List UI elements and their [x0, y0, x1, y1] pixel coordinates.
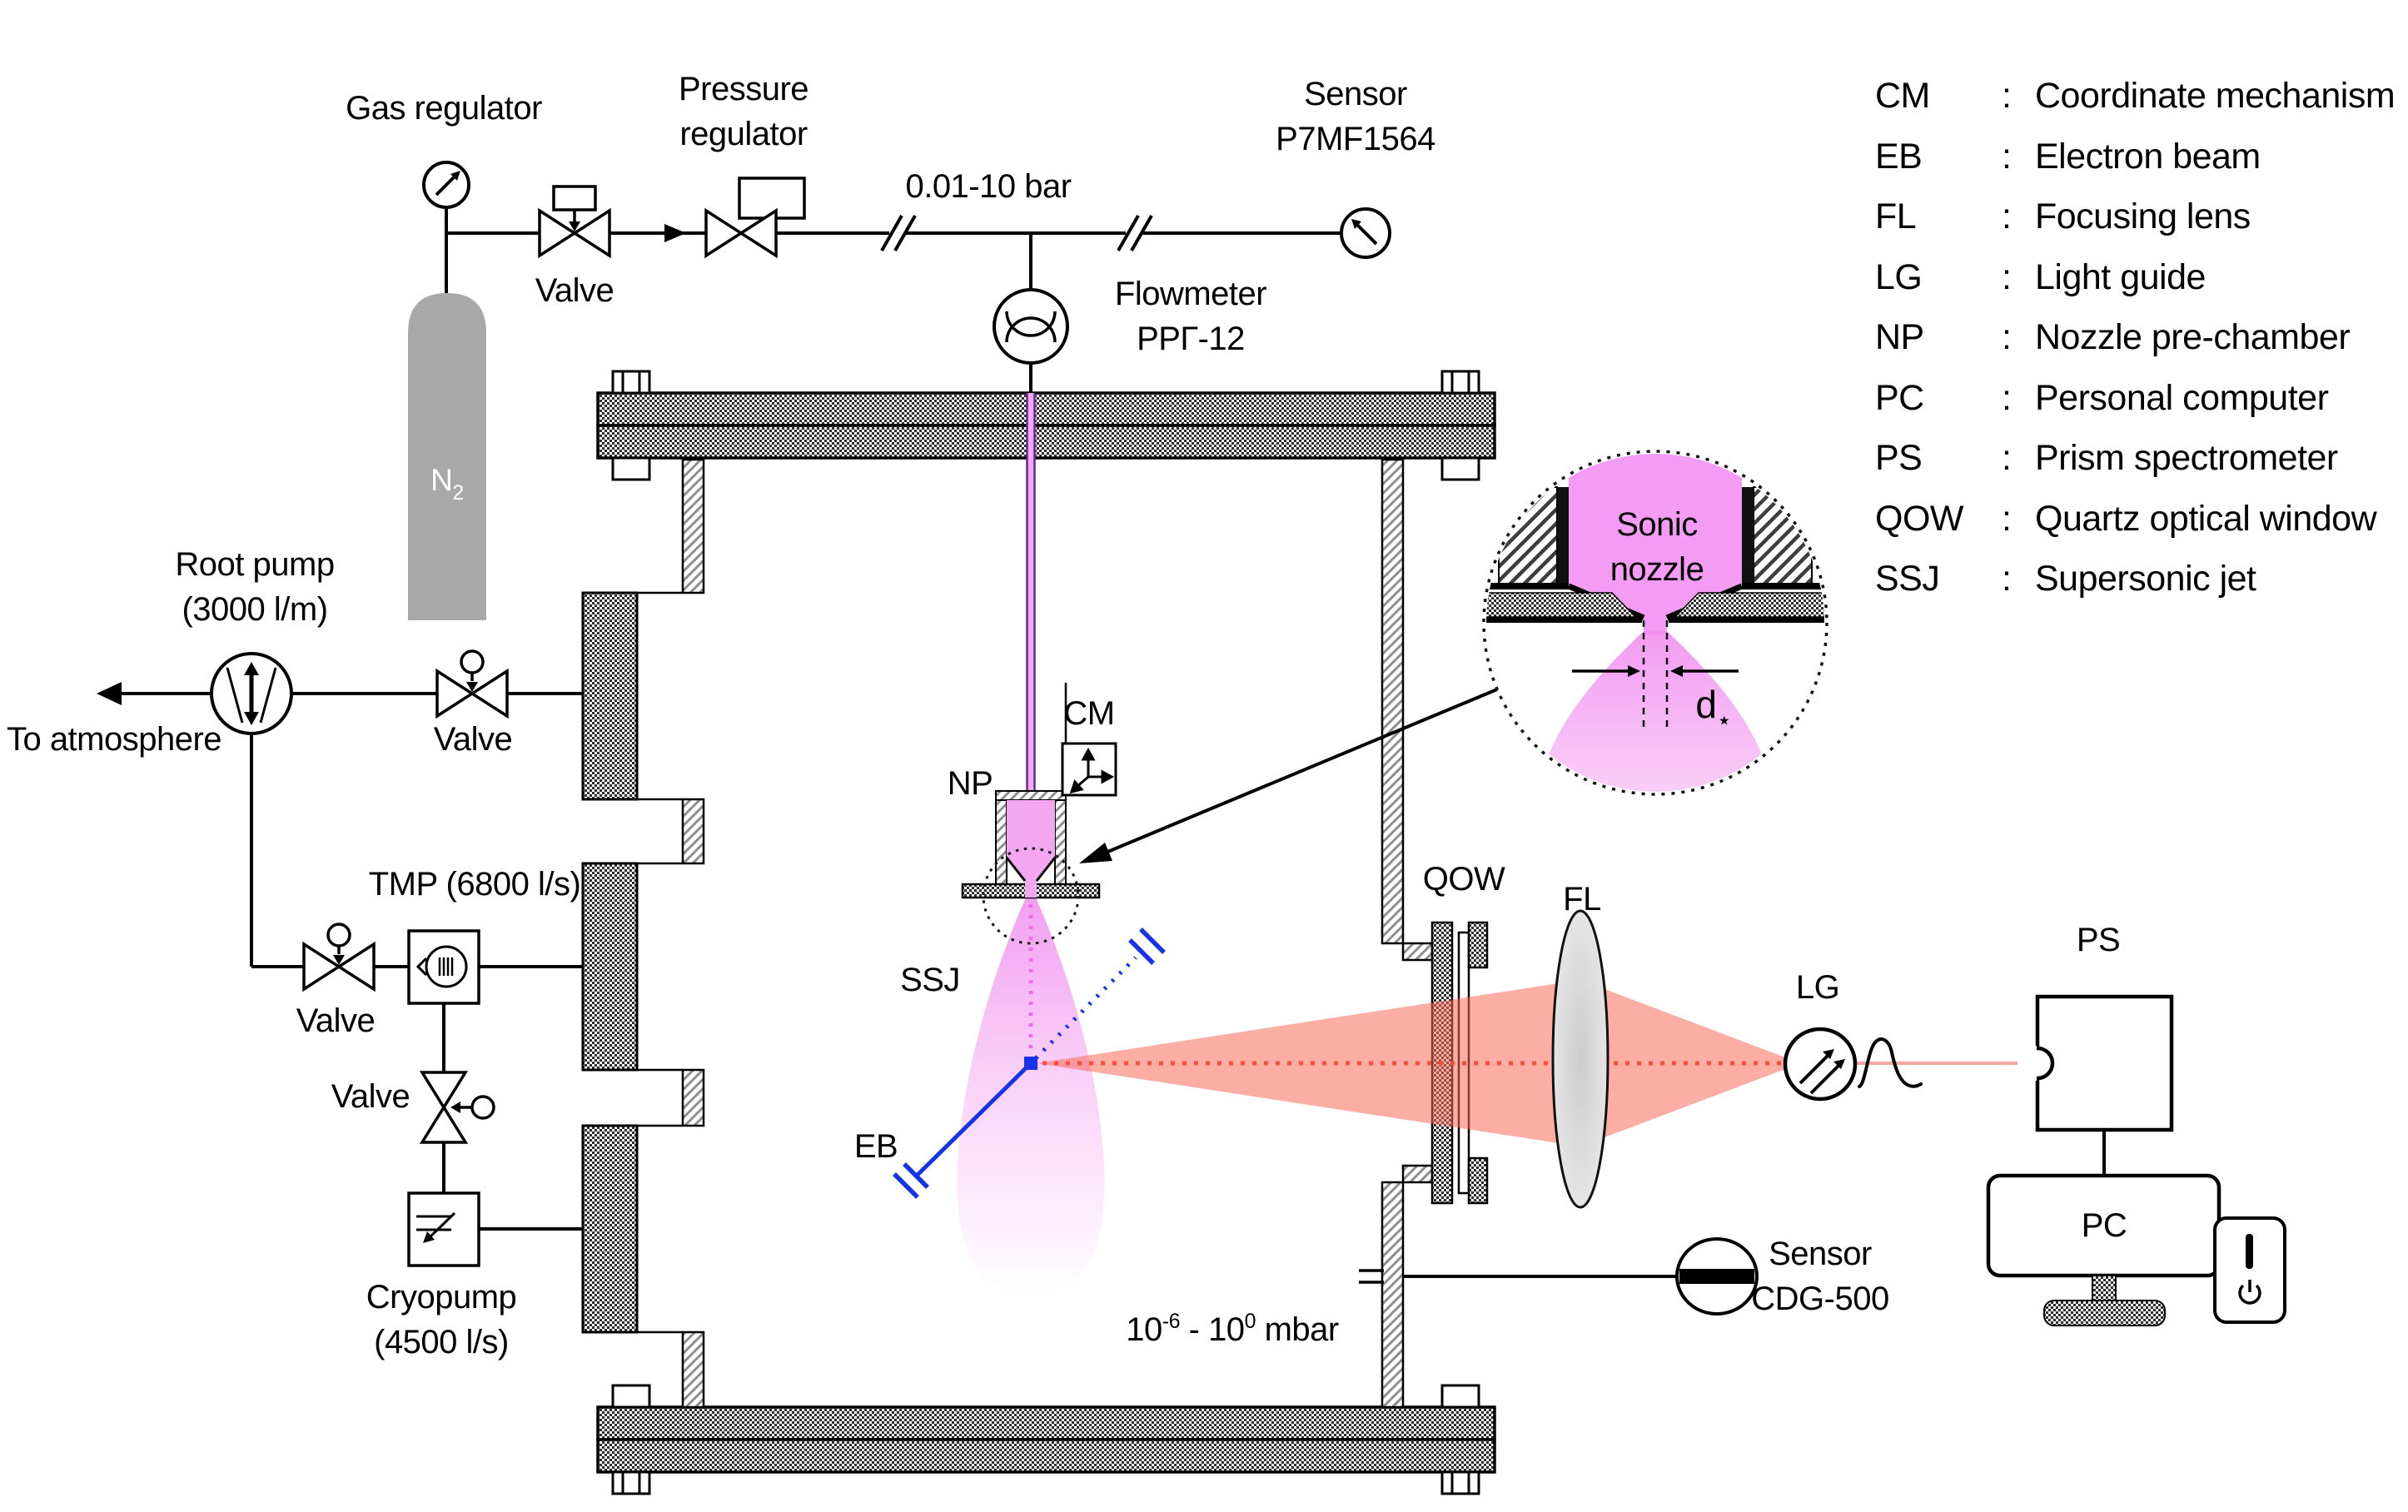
power-icon — [2238, 1280, 2261, 1305]
np-label: NP — [947, 765, 993, 802]
nozzle-pre-chamber — [961, 683, 1101, 899]
pressure-sensor-gauge-icon — [1340, 207, 1391, 259]
pc-label: PC — [2081, 1207, 2127, 1244]
legend-row: EB:Electron beam — [1875, 136, 2261, 177]
legend-row: SSJ:Supersonic jet — [1875, 559, 2256, 599]
sensor-cdg-label: Sensor CDG-500 — [1751, 1236, 1889, 1317]
pressure-regulator-icon — [704, 177, 806, 259]
supersonic-jet-plume — [957, 898, 1105, 1296]
n2-cylinder — [408, 293, 486, 620]
nozzle-zoom-circle — [982, 847, 1080, 945]
flow-arrow-icon — [664, 224, 686, 242]
tmp-icon — [407, 929, 480, 1005]
inset-pointer-line — [1105, 688, 1498, 854]
lg-icon — [1783, 1027, 1858, 1102]
pressure-regulator-label: Pressure regulator — [678, 71, 809, 152]
ssj-label: SSJ — [900, 962, 960, 998]
prism-spectrometer-box — [2017, 994, 2174, 1176]
gas-valve-label: Valve — [535, 272, 614, 309]
legend-row: LG:Light guide — [1875, 256, 2206, 297]
pc-computer — [1986, 1173, 2286, 1326]
cm-axes-icon — [1069, 747, 1115, 794]
focal-point — [1024, 1057, 1037, 1070]
legend-row: QOW:Quartz optical window — [1875, 498, 2377, 539]
sonic-nozzle-label: Sonic nozzle — [1609, 506, 1704, 588]
inset-dotted-circle — [1482, 450, 1828, 796]
pressure-range-label: 0.01-10 bar — [905, 168, 1072, 205]
flange-bolts — [611, 370, 1480, 1495]
chamber-right-wall — [1381, 458, 1434, 1409]
legend: CM:Coordinate mechanism EB:Electron beam… — [1875, 76, 2396, 619]
root-valve-label: Valve — [433, 721, 513, 758]
legend-row: CM:Coordinate mechanism — [1875, 76, 2396, 116]
gas-regulator-gauge-icon — [422, 161, 470, 209]
cryo-valve-label: Valve — [331, 1078, 410, 1115]
to-atmosphere-arrow — [97, 682, 122, 705]
legend-row: PS:Prism spectrometer — [1875, 438, 2338, 478]
cryo-valve-icon — [419, 1071, 495, 1144]
cryopump-label: Cryopump (4500 l/s) — [366, 1279, 517, 1360]
sonic-nozzle-inset — [1482, 450, 1828, 796]
inset-pointer-arrowhead — [1079, 843, 1112, 863]
cm-label: CM — [1063, 695, 1115, 732]
pulse-squiggle-icon — [1858, 1037, 1923, 1088]
gas-valve-icon — [538, 185, 611, 259]
ps-label: PS — [2076, 922, 2121, 958]
lg-label: LG — [1795, 969, 1840, 1006]
fl-label: FL — [1563, 881, 1601, 918]
tmp-label: TMP (6800 l/s) — [368, 866, 581, 903]
to-atmosphere-label: To atmosphere — [6, 721, 222, 758]
gas-regulator-label: Gas regulator — [346, 90, 542, 127]
line-break-icon — [880, 215, 1153, 251]
qow-label: QOW — [1422, 861, 1505, 898]
root-pump-icon — [210, 652, 293, 735]
electron-beam — [893, 928, 1166, 1199]
coordinate-mechanism-box — [1061, 742, 1117, 797]
port-tubes — [637, 591, 683, 1334]
power-bar-icon — [2246, 1234, 2253, 1269]
sensor-p7mf-label: Sensor P7MF1564 — [1276, 76, 1435, 157]
legend-row: FL:Focusing lens — [1875, 196, 2251, 236]
cdg-sensor — [1359, 1237, 1759, 1316]
cryopump-icon — [407, 1191, 480, 1267]
focusing-lens — [1551, 909, 1609, 1209]
root-valve-icon — [435, 649, 509, 719]
tmp-valve-icon — [302, 923, 376, 992]
flowmeter-icon — [993, 288, 1069, 365]
eb-label: EB — [853, 1128, 898, 1165]
root-pump-label: Root pump (3000 l/m) — [175, 546, 335, 628]
chamber-left-wall — [681, 458, 705, 1409]
legend-row: PC:Personal computer — [1875, 377, 2329, 418]
vacuum-chamber — [581, 370, 1496, 1495]
flowmeter-label: Flowmeter РРГ-12 — [1114, 276, 1267, 357]
gas-feed-tube — [1026, 393, 1036, 833]
mbar-range-label: 10-6 - 100 mbar — [1126, 1310, 1339, 1348]
tmp-valve-label: Valve — [296, 1002, 376, 1039]
throat-diameter-label: d⋆ — [1695, 682, 1732, 734]
left-port-flanges — [581, 591, 639, 1334]
n2-cylinder-label: N2 — [430, 463, 464, 505]
legend-row: NP:Nozzle pre-chamber — [1875, 317, 2351, 357]
